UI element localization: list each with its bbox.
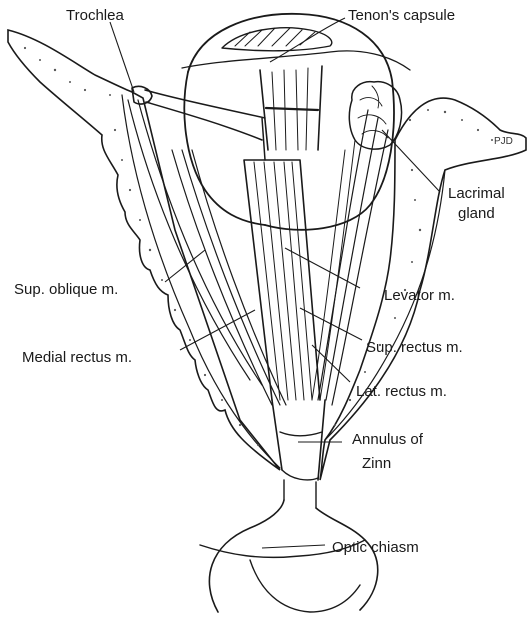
label-medial-rectus: Medial rectus m. — [22, 349, 132, 366]
label-levator: Levator m. — [384, 287, 455, 304]
artist-signature: PJD — [494, 136, 513, 147]
label-sup-rectus: Sup. rectus m. — [366, 339, 463, 356]
cornea-iris — [222, 28, 332, 51]
tenons-capsule — [182, 51, 410, 70]
optic-chiasm — [200, 500, 378, 612]
label-sup-oblique: Sup. oblique m. — [14, 281, 118, 298]
superior-oblique-tendon — [145, 90, 265, 160]
label-tenons-capsule: Tenon's capsule — [348, 7, 455, 24]
medial-orbital-wall — [8, 30, 280, 470]
label-annulus-line2: Zinn — [362, 455, 391, 472]
label-optic-chiasm: Optic chiasm — [332, 539, 419, 556]
label-lacrimal-gland-line1: Lacrimal — [448, 185, 505, 202]
optic-nerve — [272, 400, 325, 508]
label-lacrimal-gland-line2: gland — [458, 205, 495, 222]
label-trochlea: Trochlea — [66, 7, 124, 24]
label-annulus-line1: Annulus of — [352, 431, 424, 448]
label-lat-rectus: Lat. rectus m. — [356, 383, 447, 400]
